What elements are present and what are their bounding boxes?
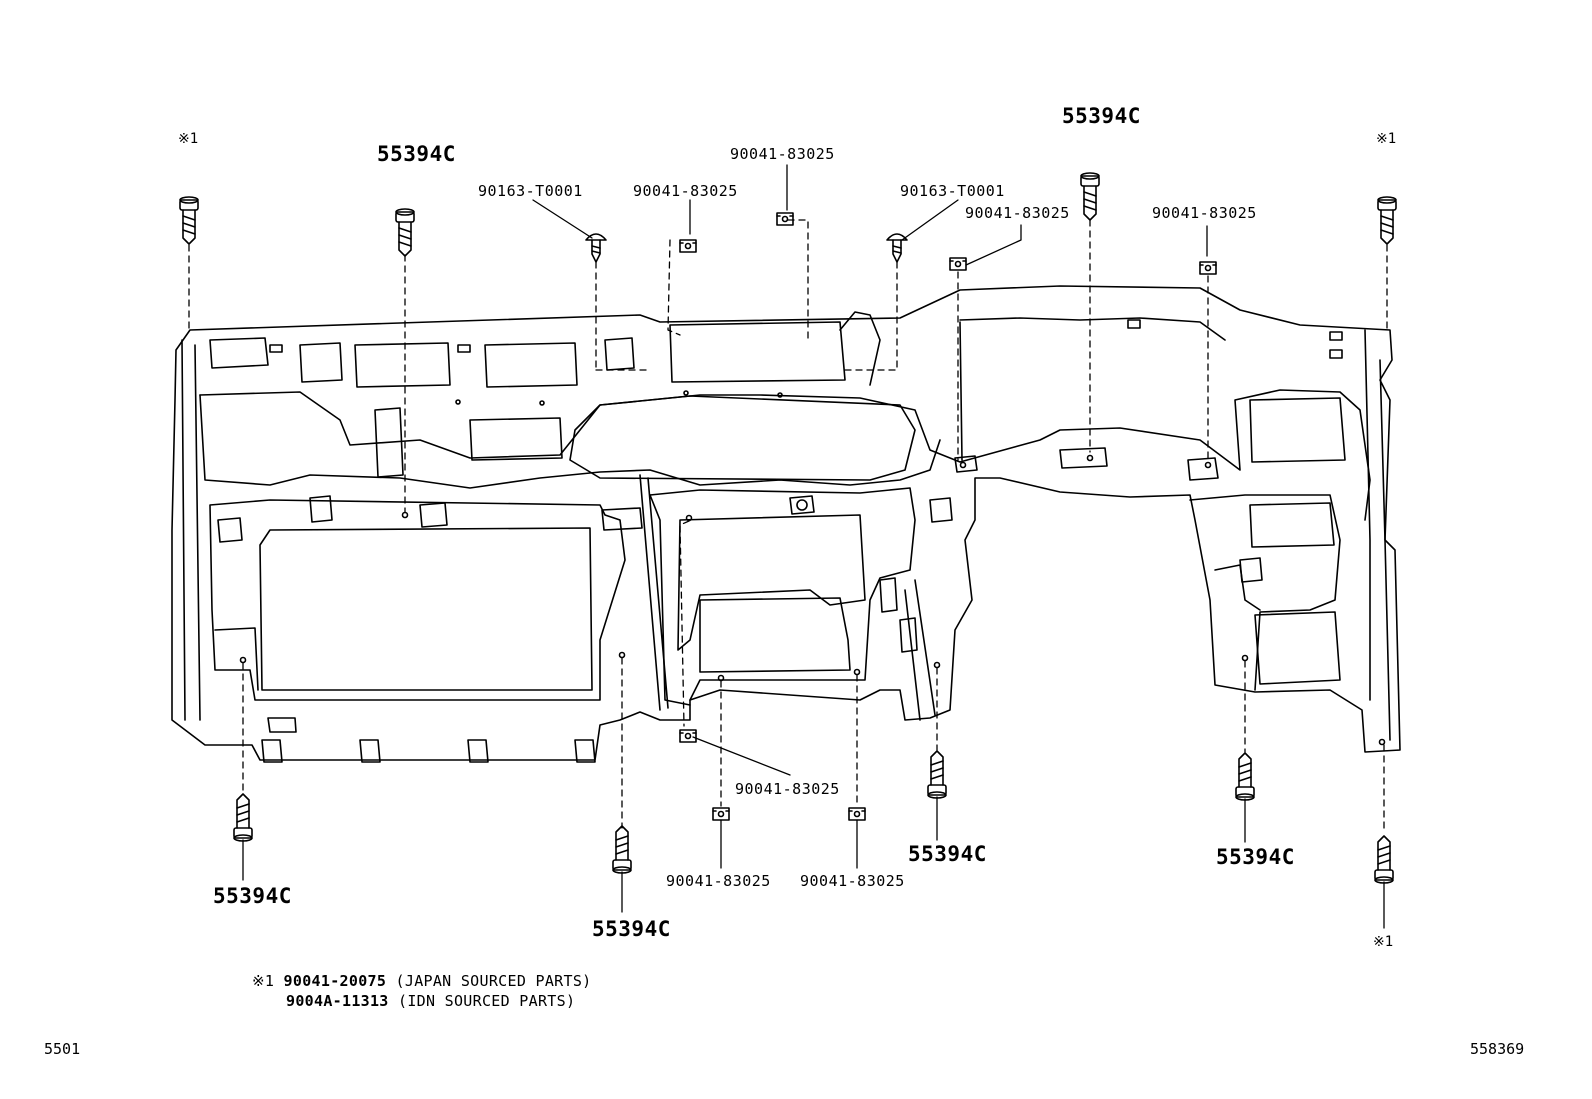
part-label-55394c: 55394C	[377, 142, 456, 166]
part-label-90041-83025: 90041-83025	[666, 872, 771, 890]
clip-90163-t0001-left	[585, 233, 607, 263]
label-connector-lines	[242, 796, 1385, 929]
part-label-55394c: 55394C	[1216, 845, 1295, 869]
nut-90041-83025-7	[848, 807, 866, 821]
ref-mark-top-left: ※1	[178, 131, 199, 147]
bolt-ref1-bottom-right	[1374, 835, 1394, 884]
footnote-mark: ※1	[252, 972, 275, 990]
bolt-55394c-bottom-1	[233, 793, 253, 842]
part-label-90041-83025: 90041-83025	[965, 204, 1070, 222]
leader-lines	[532, 164, 1208, 776]
footnote-part-idn: 9004A-11313	[286, 992, 389, 1010]
clip-90163-t0001-right	[886, 233, 908, 263]
part-label-90163-t0001: 90163-T0001	[478, 182, 583, 200]
bolt-55394c-top-left	[395, 208, 415, 257]
ref-mark-bottom-right: ※1	[1373, 934, 1394, 950]
part-label-55394c: 55394C	[592, 917, 671, 941]
part-label-55394c: 55394C	[908, 842, 987, 866]
nut-90041-83025-3	[949, 257, 967, 271]
footnote-desc-idn: (IDN SOURCED PARTS)	[397, 992, 576, 1010]
reinforcement-frame	[171, 285, 1401, 763]
footnote-part-japan: 90041-20075	[283, 972, 387, 990]
part-label-90041-83025: 90041-83025	[800, 872, 905, 890]
part-label-90041-83025: 90041-83025	[735, 780, 840, 798]
part-label-90041-83025: 90041-83025	[1152, 204, 1257, 222]
part-label-55394c: 55394C	[213, 884, 292, 908]
part-label-90041-83025: 90041-83025	[730, 145, 835, 163]
bolt-55394c-bottom-3	[927, 750, 947, 799]
ref-mark-top-right: ※1	[1376, 131, 1397, 147]
part-label-55394c: 55394C	[1062, 104, 1141, 128]
part-label-90041-83025: 90041-83025	[633, 182, 738, 200]
installation-guide-lines	[188, 219, 1388, 833]
section-code: 5501	[44, 1040, 81, 1058]
nut-90041-83025-6	[712, 807, 730, 821]
nut-90041-83025-5	[679, 729, 697, 743]
nut-90041-83025-4	[1199, 261, 1217, 275]
nut-90041-83025-2	[776, 212, 794, 226]
footnote-desc-japan: (JAPAN SOURCED PARTS)	[395, 972, 592, 990]
bolt-ref1-top-right	[1377, 196, 1397, 245]
bolt-55394c-top-center	[1080, 172, 1100, 221]
footnote-line-2: 9004A-11313 (IDN SOURCED PARTS)	[286, 992, 575, 1010]
bolt-55394c-bottom-4	[1235, 752, 1255, 801]
part-label-90163-t0001: 90163-T0001	[900, 182, 1005, 200]
bolt-55394c-bottom-2	[612, 825, 632, 874]
nut-90041-83025-1	[679, 239, 697, 253]
bolt-ref1-top-left	[179, 196, 199, 245]
footnote-line-1: ※1 90041-20075 (JAPAN SOURCED PARTS)	[252, 972, 591, 990]
figure-number: 558369	[1470, 1040, 1525, 1058]
